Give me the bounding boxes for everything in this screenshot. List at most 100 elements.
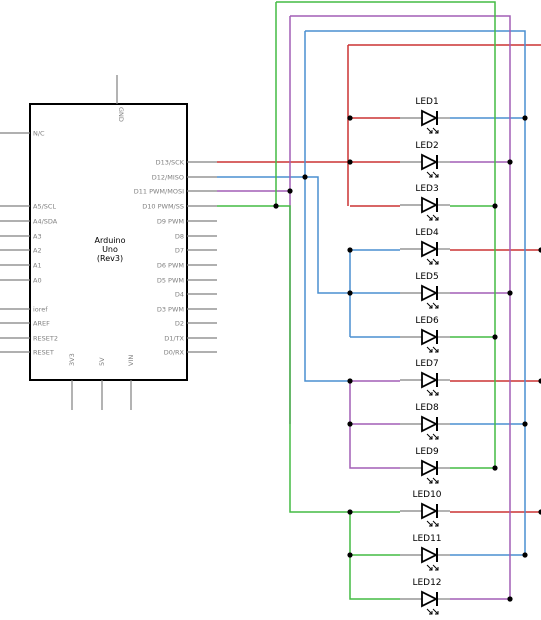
- pin-reset2: RESET2: [0, 334, 58, 342]
- led-label: LED2: [415, 141, 438, 151]
- light-arrow: [426, 302, 433, 309]
- diode-triangle: [421, 328, 439, 346]
- pin-aref: AREF: [0, 319, 50, 327]
- diode-triangle: [421, 415, 439, 433]
- pin-d4: D4: [175, 290, 217, 298]
- pin-label: D4: [175, 290, 184, 298]
- pin-a3: A3: [0, 232, 42, 240]
- wire-d10-green: [217, 1, 496, 600]
- pin-label: A0: [33, 276, 42, 284]
- pin-label: A2: [33, 246, 42, 254]
- pin-a1: A1: [0, 261, 42, 269]
- diode-triangle: [421, 590, 439, 608]
- pin-label: D10 PWM/SS: [142, 202, 184, 210]
- light-arrow: [426, 477, 433, 484]
- board-title-line: (Rev3): [97, 254, 123, 263]
- led-array: LED1LED2LED3LED4LED5LED6LED7LED8LED9LED1…: [400, 97, 450, 615]
- diode-triangle: [421, 109, 439, 127]
- pin-label: N/C: [33, 129, 45, 137]
- pin-label: AREF: [33, 319, 50, 327]
- pin-label: D13/SCK: [156, 158, 185, 166]
- pin-label: D12/MISO: [152, 173, 184, 181]
- pin-label: D8: [175, 232, 184, 240]
- pin-ioref: ioref: [0, 305, 48, 313]
- light-arrow: [432, 302, 439, 309]
- led-label: LED12: [412, 578, 441, 588]
- pin-gnd-top: GND: [116, 75, 125, 122]
- light-arrow: [432, 608, 439, 615]
- pin-label: A5/SCL: [33, 202, 56, 210]
- diode-triangle: [421, 284, 439, 302]
- pin-reset: RESET: [0, 348, 54, 356]
- led-label: LED5: [415, 272, 438, 282]
- pin-label: 3V3: [68, 353, 76, 366]
- led-3: LED3: [400, 184, 450, 221]
- pin-label: D6 PWM: [157, 261, 184, 269]
- pin-label: D0/RX: [164, 348, 185, 356]
- light-arrow: [426, 564, 433, 571]
- pin-a2: A2: [0, 246, 42, 254]
- light-arrow: [426, 171, 433, 178]
- pin-d11-pwm-mosi: D11 PWM/MOSI: [134, 187, 217, 195]
- led-11: LED11: [400, 534, 450, 571]
- pin-label: ioref: [33, 305, 48, 313]
- pin-label: 5V: [98, 357, 106, 366]
- diode-triangle: [421, 502, 439, 520]
- pin-d3-pwm: D3 PWM: [157, 305, 217, 313]
- diode-triangle: [421, 153, 439, 171]
- light-arrow: [426, 520, 433, 527]
- arduino-outline: [29, 103, 188, 381]
- pin-5v: 5V: [98, 357, 106, 410]
- light-arrow: [426, 346, 433, 353]
- pin-vin: VIN: [127, 355, 135, 410]
- pin-d12-miso: D12/MISO: [152, 173, 217, 181]
- led-10: LED10: [400, 490, 450, 527]
- board-title-line: Uno: [102, 245, 118, 254]
- pin-label: D11 PWM/MOSI: [134, 187, 184, 195]
- pin-d8: D8: [175, 232, 217, 240]
- pin-label: VIN: [127, 355, 135, 366]
- led-7: LED7: [400, 359, 450, 396]
- light-arrow: [426, 214, 433, 221]
- pin-d5-pwm: D5 PWM: [157, 276, 217, 284]
- pin-label: A4/SDA: [33, 217, 58, 225]
- pin-label: D7: [175, 246, 184, 254]
- pin-label: D3 PWM: [157, 305, 184, 313]
- led-label: LED7: [415, 359, 438, 369]
- light-arrow: [432, 214, 439, 221]
- led-2: LED2: [400, 141, 450, 178]
- light-arrow: [432, 171, 439, 178]
- pin-label: D2: [175, 319, 184, 327]
- led-label: LED8: [415, 403, 439, 413]
- led-label: LED3: [415, 184, 438, 194]
- pin-a5-scl: A5/SCL: [0, 202, 56, 210]
- pin-label: D1/TX: [164, 334, 184, 342]
- led-label: LED4: [415, 228, 439, 238]
- pin-label: GND: [117, 107, 125, 122]
- pin-a0: A0: [0, 276, 42, 284]
- led-label: LED9: [415, 447, 439, 457]
- board-title-line: Arduino: [95, 236, 126, 245]
- pin-a4-sda: A4/SDA: [0, 217, 58, 225]
- pin-n-c: N/C: [0, 129, 45, 137]
- led-8: LED8: [400, 403, 450, 440]
- pin-label: RESET2: [33, 334, 58, 342]
- led-label: LED10: [412, 490, 441, 500]
- wire-d13-red: [217, 44, 541, 513]
- light-arrow: [432, 127, 439, 134]
- light-arrow: [432, 520, 439, 527]
- pin-d6-pwm: D6 PWM: [157, 261, 217, 269]
- wires: [217, 1, 541, 600]
- diode-triangle: [421, 240, 439, 258]
- light-arrow: [426, 258, 433, 265]
- led-1: LED1: [400, 97, 450, 134]
- led-6: LED6: [400, 316, 450, 353]
- light-arrow: [432, 433, 439, 440]
- pin-3v3: 3V3: [68, 353, 76, 410]
- junction-dots: [273, 115, 541, 602]
- pin-label: RESET: [33, 348, 54, 356]
